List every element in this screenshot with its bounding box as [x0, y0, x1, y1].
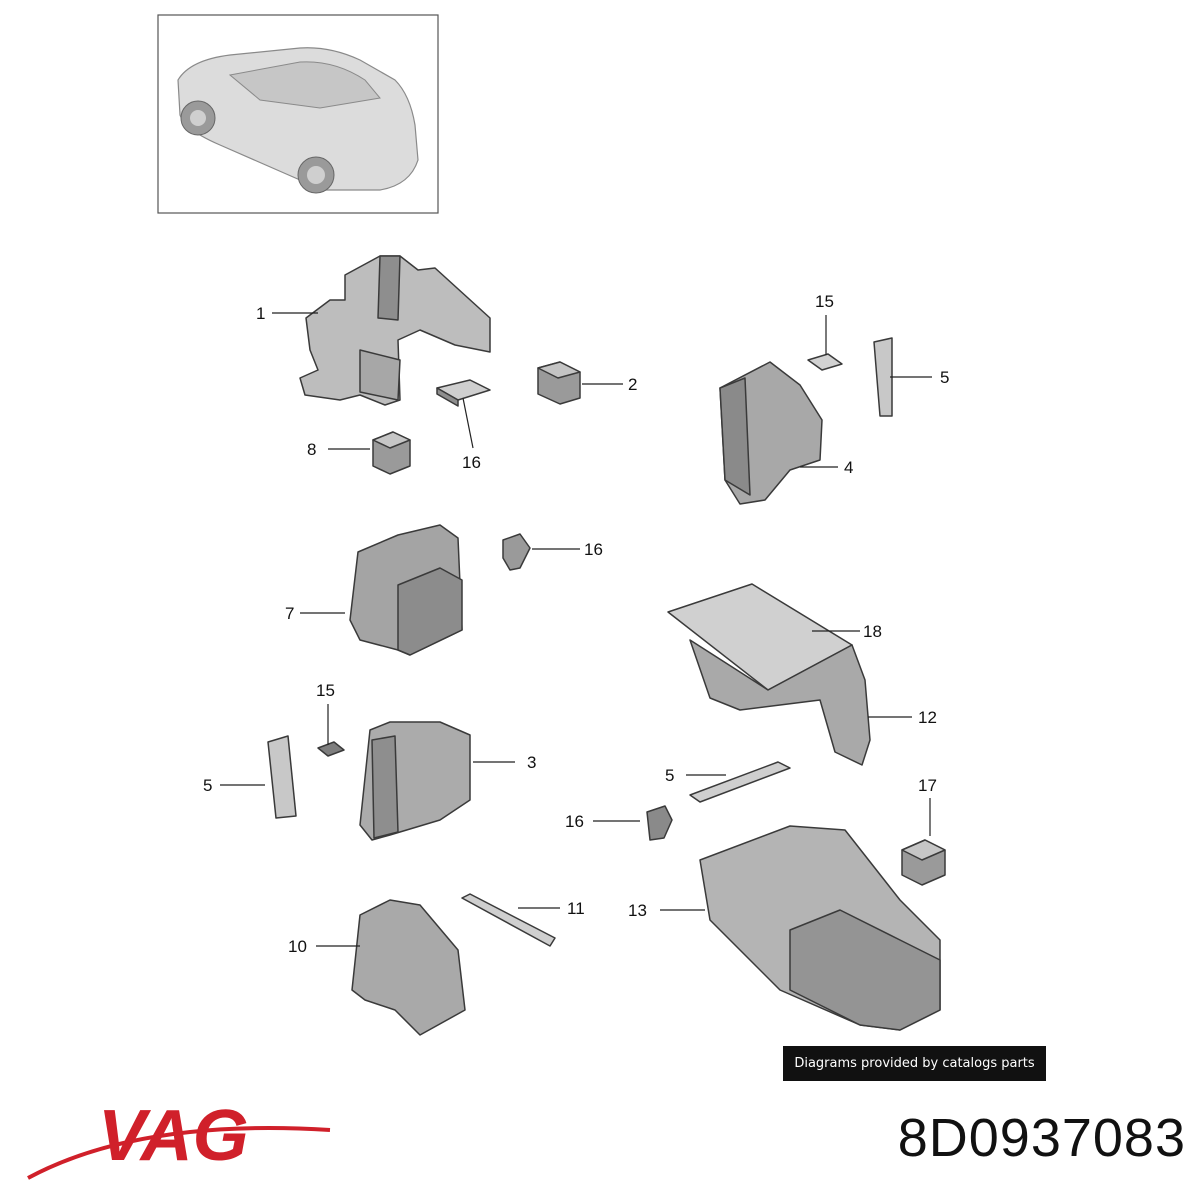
- part-16-fuse-low: [646, 805, 673, 841]
- callout-10: 10: [288, 937, 307, 956]
- callout-16: 16: [462, 453, 481, 472]
- part-15-fuse-strip-top: [807, 353, 843, 371]
- part-17-relay: [901, 839, 946, 886]
- callout-5: 5: [203, 776, 212, 795]
- part-13-main-fuse-box: [699, 825, 941, 1031]
- callout-2: 2: [628, 375, 637, 394]
- callout-3: 3: [527, 753, 536, 772]
- part-11-strip: [461, 893, 556, 947]
- credit-banner: Diagrams provided by catalogs parts: [783, 1046, 1046, 1081]
- callout-11: 11: [567, 899, 585, 918]
- callout-16: 16: [565, 812, 584, 831]
- part-8-relay: [372, 431, 411, 475]
- callout-numbers: 1 2 16 8 15 5 4 16 7 18 15 12 3 5 5 17 1…: [203, 292, 949, 956]
- part-4-cover: [719, 361, 823, 505]
- callout-15: 15: [316, 681, 335, 700]
- callout-5: 5: [665, 766, 674, 785]
- callout-7: 7: [285, 604, 294, 623]
- part-10-bracket: [351, 899, 466, 1036]
- callout-4: 4: [844, 458, 853, 477]
- callout-5: 5: [940, 368, 949, 387]
- callout-17: 17: [918, 776, 937, 795]
- callout-8: 8: [307, 440, 316, 459]
- part-3-fuse-box: [359, 721, 471, 841]
- callout-12: 12: [918, 708, 937, 727]
- part-5-bracket-left: [267, 735, 297, 819]
- callout-13: 13: [628, 901, 647, 920]
- part-2-relay: [537, 361, 581, 405]
- part-16-fuse-mid: [502, 533, 531, 571]
- part-7-relay-block: [349, 524, 463, 656]
- part-5-bracket-top: [873, 337, 893, 417]
- part-16-fuse-top: [436, 379, 491, 407]
- vag-logo: VAG: [27, 1096, 331, 1180]
- callout-15: 15: [815, 292, 834, 311]
- callout-16: 16: [584, 540, 603, 559]
- callout-1: 1: [256, 304, 265, 323]
- part-1-bracket: [299, 255, 491, 406]
- part-15-fuse-strip-low: [317, 741, 345, 757]
- part-12-housing: [689, 639, 871, 766]
- vehicle-thumbnail: [157, 14, 439, 214]
- svg-text:VAG: VAG: [98, 1096, 249, 1176]
- callout-18: 18: [863, 622, 882, 641]
- leader-lines: [220, 312, 932, 947]
- part-number: 8D0937083: [897, 1108, 1186, 1168]
- part-5-bar-mid: [689, 761, 791, 803]
